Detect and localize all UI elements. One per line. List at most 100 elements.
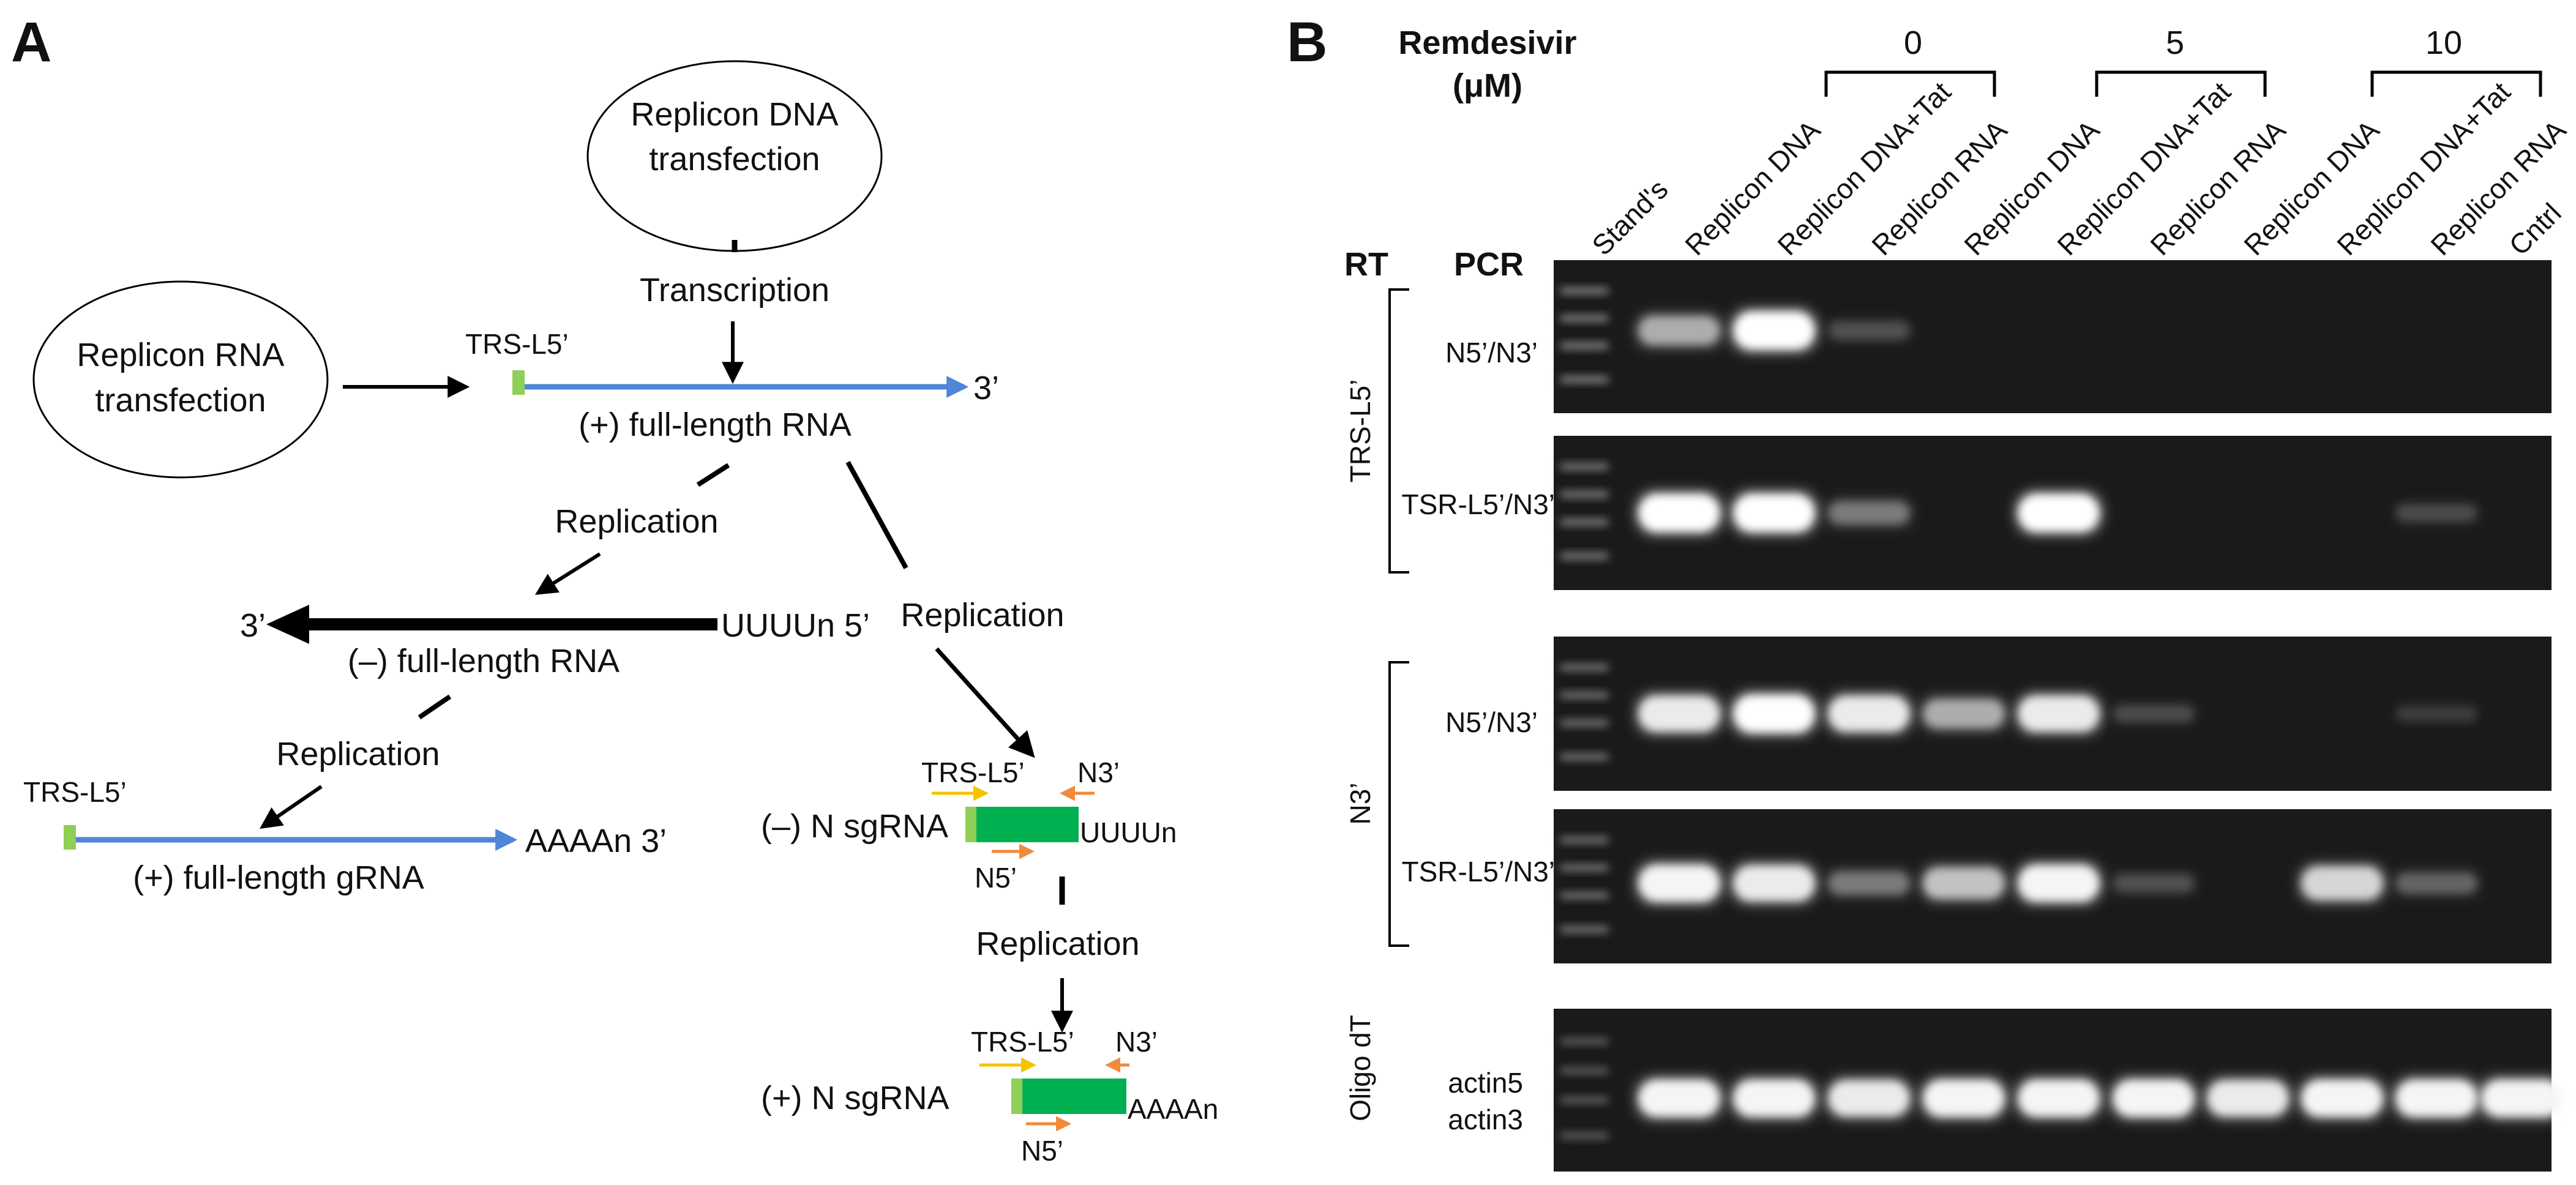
minus-strand-arrowhead [266,605,309,644]
plus-sg-trs-label: TRS-L5’ [971,1026,1074,1058]
panel-a-letter: A [11,11,51,73]
gel-band [1734,495,1814,531]
ladder-band [1560,1067,1609,1074]
gel-band [2019,1080,2099,1116]
gel-band [1924,700,2004,728]
minus-rna-3prime: 3’ [240,607,266,644]
lane-label-standards: Stand's [1586,173,1674,261]
ladder-band [1560,1132,1609,1139]
plus-full-length-rna-label: (+) full-length RNA [578,406,852,443]
plus-full-length-grna-label: (+) full-length gRNA [133,859,424,896]
gel-panel-4: TSR-L5’/N3’ [1401,809,2552,963]
dose-10: 10 [2425,24,2462,61]
panel-b-letter: B [1287,11,1327,73]
panel-b: B Remdesivir (μM) 0 5 10 RT PCR Stand's … [1287,11,2572,1172]
gel-band [1639,1080,1719,1116]
replication-label-1: Replication [555,503,718,540]
gel-3-primer: N5’/N3’ [1445,706,1538,738]
plus-sg-end: AAAAn [1128,1093,1218,1125]
replication-label-4: Replication [976,925,1139,962]
gel-band [2019,495,2099,531]
gel-band [1829,1081,1909,1116]
gel-1-bands [1560,288,1912,383]
gel-band [2208,1081,2288,1116]
gel-5-primer-line2: actin3 [1448,1104,1523,1135]
plus-sg-n5-label: N5’ [1021,1135,1063,1167]
minus-rna-5prime-end: UUUUn 5’ [721,607,870,644]
gel-band [1734,865,1814,901]
rt-group-trs: TRS-L5’ [1344,379,1376,483]
rna-transfection-node [32,280,329,479]
dose-5-bracket [2095,70,2267,97]
plus-sg-n-box [1022,1078,1126,1114]
dna-transfection-line1: Replicon DNA [631,96,838,133]
right-replication-line-upper [845,461,908,569]
ladder-band [1560,720,1609,727]
gel-band [2397,1080,2476,1116]
gel-band [1734,312,1814,349]
ladder-band [1560,753,1609,760]
remdesivir-unit: (μM) [1453,67,1522,104]
grna-trs-marker [64,825,76,850]
gel-band [1639,696,1719,731]
rt-bracket-trs [1388,288,1409,574]
ladder-band [1560,376,1609,383]
minus-n-sgrna: TRS-L5’ N3’ (–) N sgRNA UUUUn N5’ [761,757,1177,894]
panel-a: A Replicon DNA transfection Transcriptio… [11,11,1218,1167]
ladder-band [1560,1096,1609,1103]
ladder-band [1560,463,1609,470]
gel-panel-3: N5’/N3’ [1445,637,2552,791]
ladder-band [1560,837,1609,843]
lane-label-replicon-dna-tat-10: Replicon DNA+Tat [2331,75,2517,261]
gel-panel-2: TSR-L5’/N3’ [1401,436,2552,590]
ladder-band [1560,553,1609,559]
plus-rna-3prime: 3’ [973,370,999,406]
plus-sg-name: (+) N sgRNA [761,1080,949,1116]
minus-sg-trs-label: TRS-L5’ [921,757,1025,788]
dose-0-bracket [1824,70,1996,97]
gel-band [1734,1080,1814,1116]
replication-label-3: Replication [900,597,1064,634]
gel-2-primer: TSR-L5’/N3’ [1401,488,1555,520]
plus-n-sgrna: TRS-L5’ N3’ (+) N sgRNA AAAAn N5’ [761,1026,1218,1167]
ladder-band [1560,926,1609,933]
trs-marker-top [512,370,525,395]
gel-4-primer: TSR-L5’/N3’ [1401,856,1555,888]
gel-band [1639,495,1719,531]
ladder-band [1560,692,1609,698]
minus-to-grna-line [417,694,452,720]
gel-3-bands [1560,664,2476,760]
dose-0: 0 [1904,24,1922,61]
gel-band [2482,1080,2562,1116]
gel-band [1829,872,1909,894]
ladder-band [1560,864,1609,871]
gel-band [1639,316,1719,345]
gel-2-bands [1560,463,2480,559]
replication-label-2: Replication [276,736,440,772]
rna-transfection-line2: transfection [95,382,266,419]
rt-group-n3: N3’ [1344,782,1376,824]
gel-band [2019,696,2099,731]
gel-band [2302,867,2382,900]
gel-band [2019,865,2099,902]
minus-sg-name: (–) N sgRNA [761,808,948,845]
rt-group-oligo-dt: Oligo dT [1344,1015,1376,1121]
gel-band [2397,706,2476,722]
grna-trs-label: TRS-L5’ [23,776,127,808]
ladder-band [1560,1038,1609,1045]
gel-panel-1: N5’/N3’ [1445,260,2552,413]
gel-band [2114,1080,2193,1116]
plus-sg-n3-label: N3’ [1115,1026,1158,1058]
plus-sg-trs-box [1011,1078,1022,1114]
minus-sg-trs-box [965,807,976,842]
ladder-band [1560,343,1609,349]
transcription-label: Transcription [640,272,829,308]
lane-labels: Stand's Replicon DNA Replicon DNA+Tat Re… [1586,75,2572,261]
gel-band [1829,696,1909,731]
gel-5-bands [1560,1038,2566,1139]
gel-band [2114,875,2193,892]
gel-band [2397,504,2476,521]
gel-band [1734,695,1814,732]
gel-5-primer-line1: actin5 [1448,1067,1523,1099]
